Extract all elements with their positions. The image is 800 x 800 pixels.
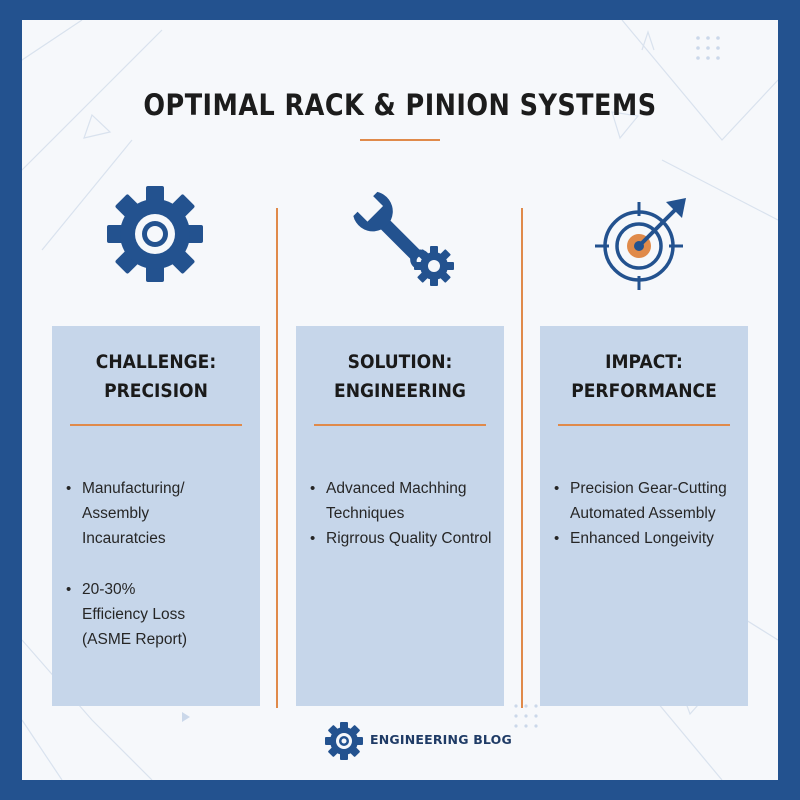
- target-arrow-icon: [595, 198, 686, 290]
- impact-card: IMPACT: PERFORMANCE Precision Gear-Cutti…: [540, 326, 748, 706]
- footer-brand: ENGINEERING BLOG: [322, 720, 522, 762]
- bullet-list: Manufacturing/ Assembly Incauratcies 20-…: [64, 476, 256, 652]
- list-item: Enhanced Longeivity: [552, 526, 744, 551]
- column-divider-2: [521, 208, 523, 708]
- bullet-list: Advanced Machhing Techniques Rigrrous Qu…: [308, 476, 500, 551]
- card-heading-underline: [70, 424, 242, 426]
- challenge-card: CHALLENGE: PRECISION Manufacturing/ Asse…: [52, 326, 260, 706]
- card-heading-underline: [314, 424, 486, 426]
- list-item: Rigrrous Quality Control: [308, 526, 500, 551]
- card-heading: IMPACT: PERFORMANCE: [571, 351, 717, 402]
- bullet-list: Precision Gear-Cutting Automated Assembl…: [552, 476, 744, 551]
- gear-logo-icon: [325, 722, 363, 760]
- card-heading: CHALLENGE: PRECISION: [95, 351, 217, 402]
- list-item: Precision Gear-Cutting Automated Assembl…: [552, 476, 744, 526]
- card-heading-underline: [558, 424, 730, 426]
- list-item: Manufacturing/ Assembly Incauratcies: [64, 476, 256, 551]
- page-title: OPTIMAL RACK & PINION SYSTEMS: [143, 88, 657, 122]
- solution-card: SOLUTION: ENGINEERING Advanced Machhing …: [296, 326, 504, 706]
- card-heading: SOLUTION: ENGINEERING: [334, 351, 466, 402]
- footer-label: ENGINEERING BLOG: [370, 732, 512, 747]
- list-item: Advanced Machhing Techniques: [308, 476, 500, 526]
- infographic-panel: OPTIMAL RACK & PINION SYSTEMS: [22, 20, 778, 780]
- column-divider-1: [276, 208, 278, 708]
- title-underline: [360, 139, 440, 141]
- wrench-gear-icon: [353, 191, 454, 286]
- gear-icon: [107, 186, 203, 282]
- list-item: 20-30% Efficiency Loss (ASME Report): [64, 577, 256, 652]
